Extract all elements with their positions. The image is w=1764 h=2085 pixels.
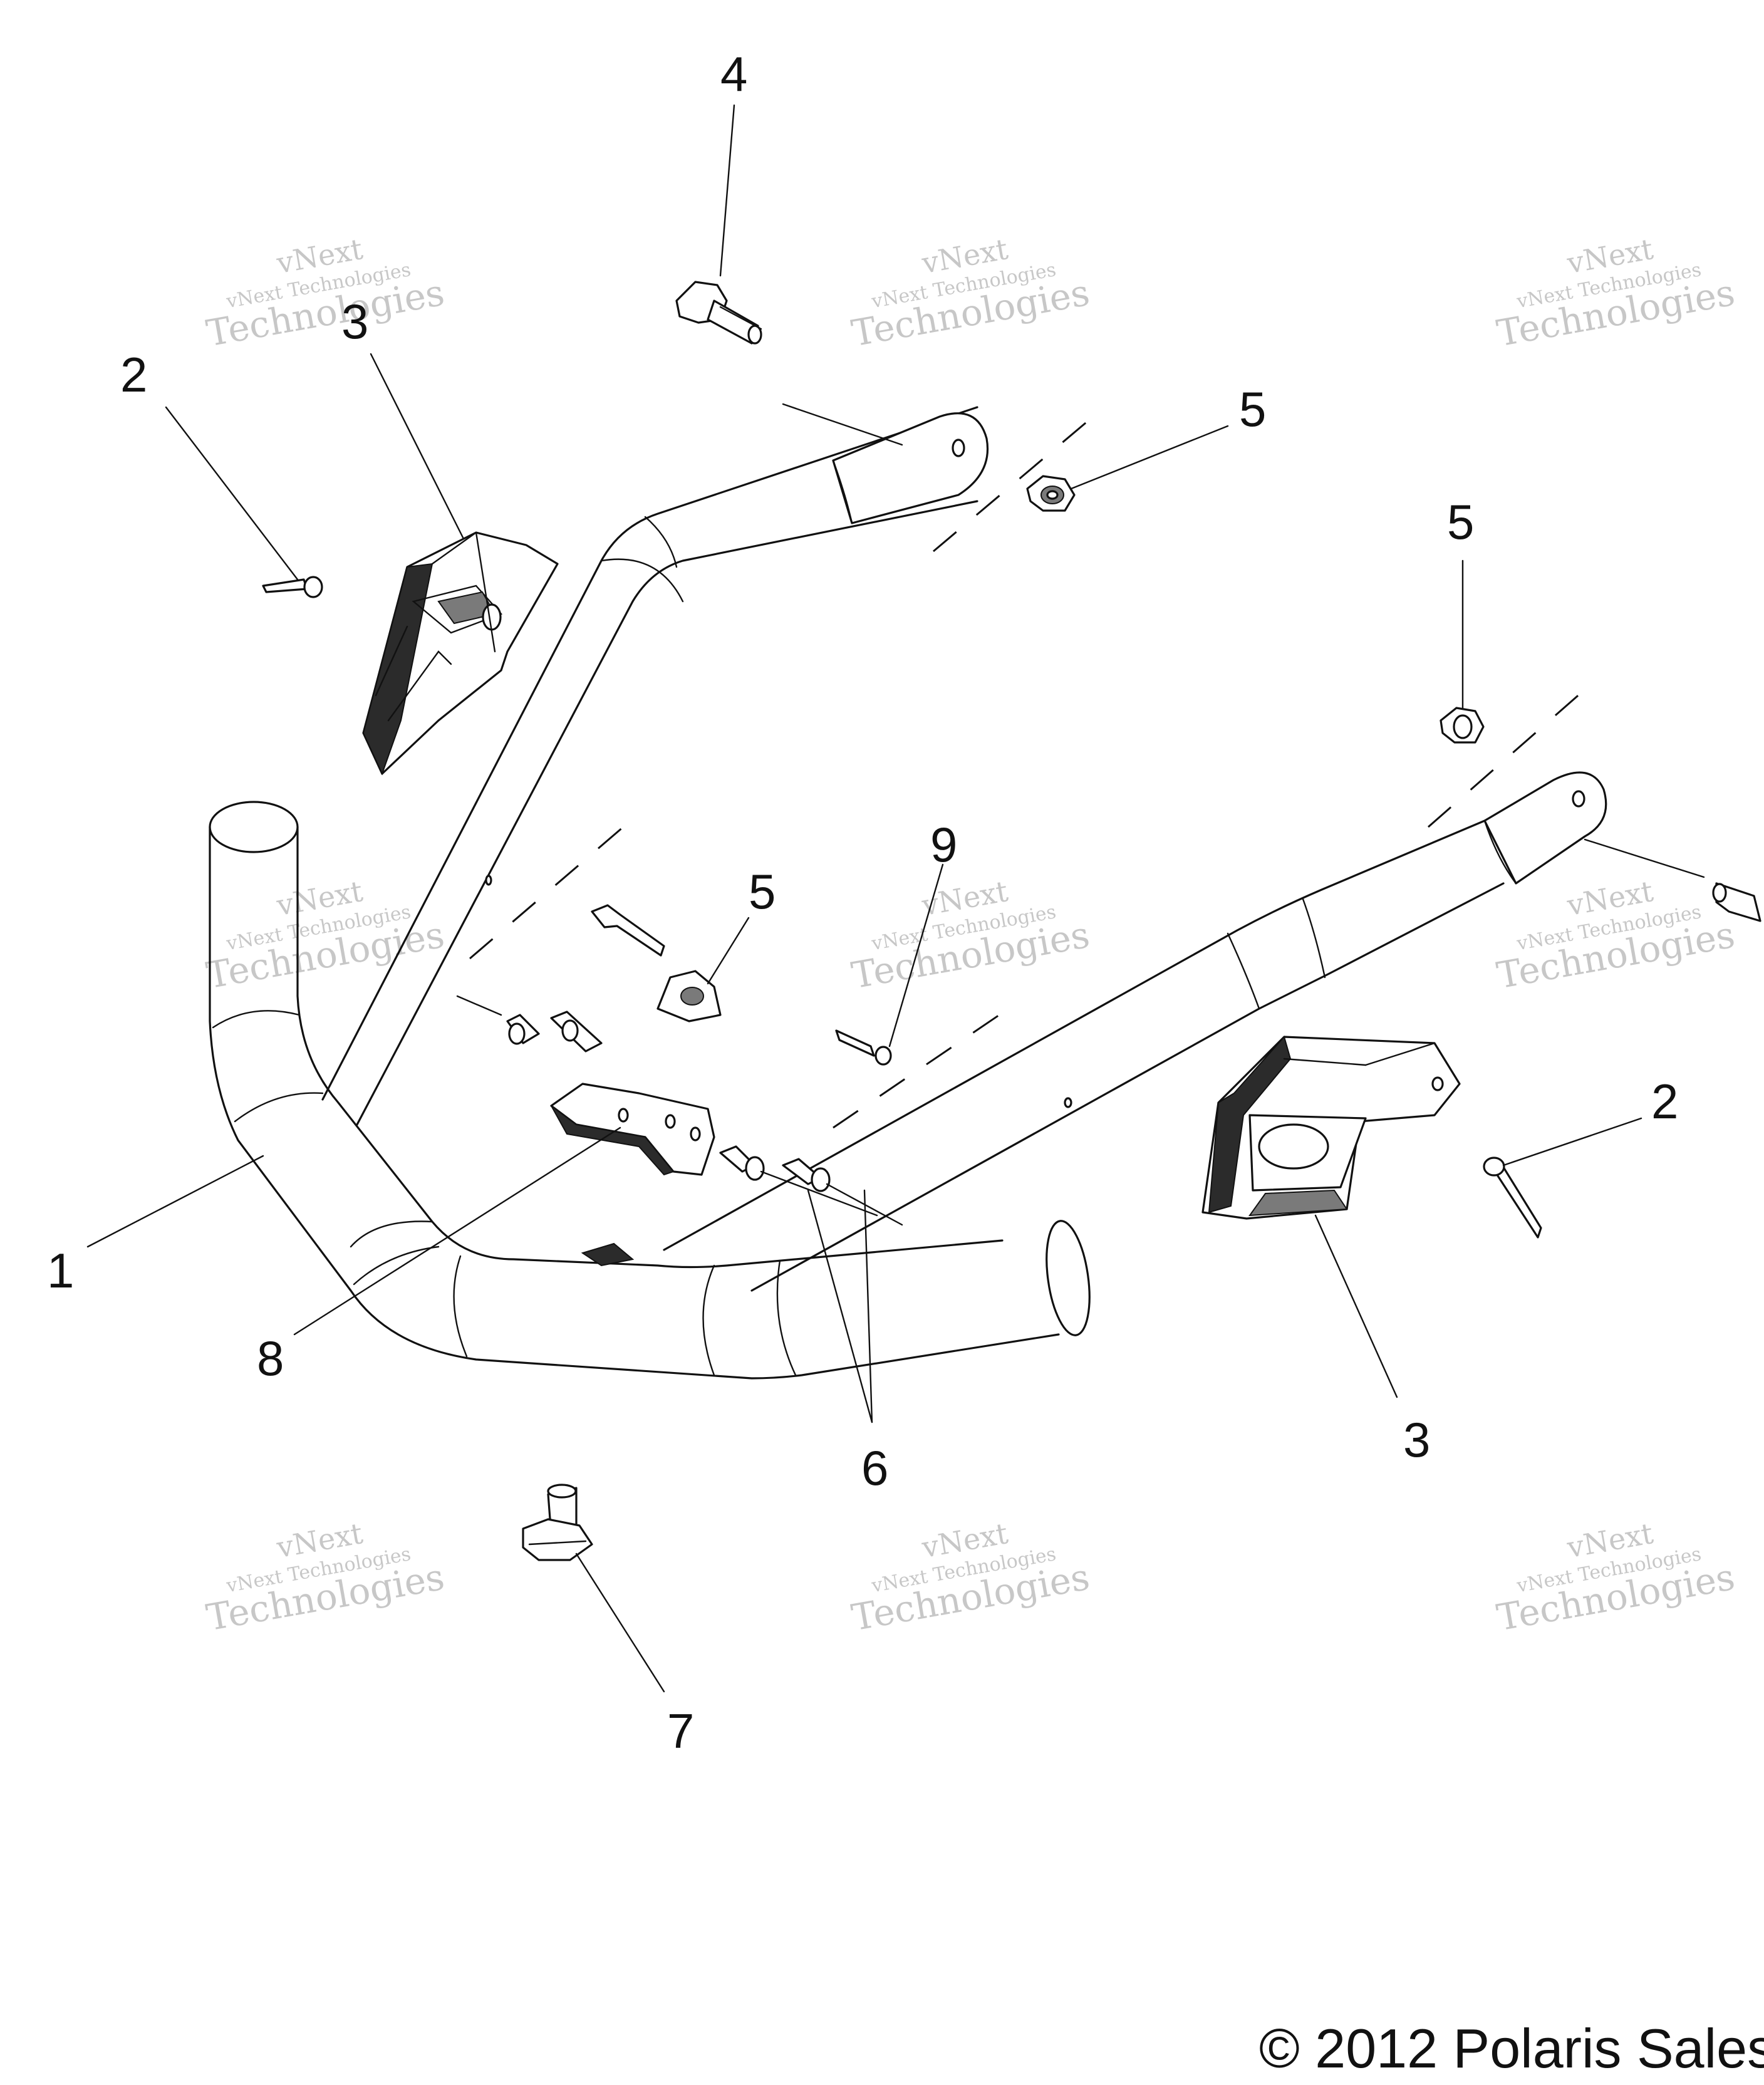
callout-5-center: 5 — [749, 864, 776, 919]
callout-4: 4 — [720, 46, 747, 101]
callout-9: 9 — [930, 817, 957, 872]
bumper-tube — [209, 801, 1091, 1380]
bolt-7 — [522, 1484, 593, 1561]
rivet-2b — [1483, 1157, 1542, 1239]
callout-2-right: 2 — [1651, 1074, 1678, 1129]
callout-1: 1 — [47, 1243, 74, 1298]
right-arm — [581, 771, 1607, 1292]
mount-bracket-right — [1201, 1035, 1461, 1220]
callout-8: 8 — [257, 1331, 284, 1386]
leader-lines — [86, 104, 1705, 1693]
nut-5a — [1026, 475, 1076, 512]
callout-3-right: 3 — [1403, 1412, 1430, 1467]
callout-5-right: 5 — [1447, 494, 1474, 549]
center-lines — [469, 415, 1582, 1129]
center-hardware — [456, 904, 903, 1226]
copyright-text: © 2012 Polaris Sales — [1259, 2017, 1764, 2079]
mount-bracket-left — [362, 531, 559, 776]
callout-5-upper: 5 — [1239, 382, 1266, 437]
upper-left-arm — [321, 406, 989, 1126]
callout-6: 6 — [861, 1440, 888, 1495]
callout-3-left: 3 — [341, 294, 368, 349]
rivet-2a — [262, 576, 323, 598]
callouts: 4 3 2 5 5 9 5 2 1 8 3 6 7 — [47, 46, 1678, 1759]
bolt-right — [1712, 882, 1761, 922]
callout-7: 7 — [667, 1703, 694, 1759]
callout-2-left: 2 — [120, 347, 147, 402]
bolt-4 — [675, 281, 762, 345]
nut-5b — [1440, 707, 1485, 744]
